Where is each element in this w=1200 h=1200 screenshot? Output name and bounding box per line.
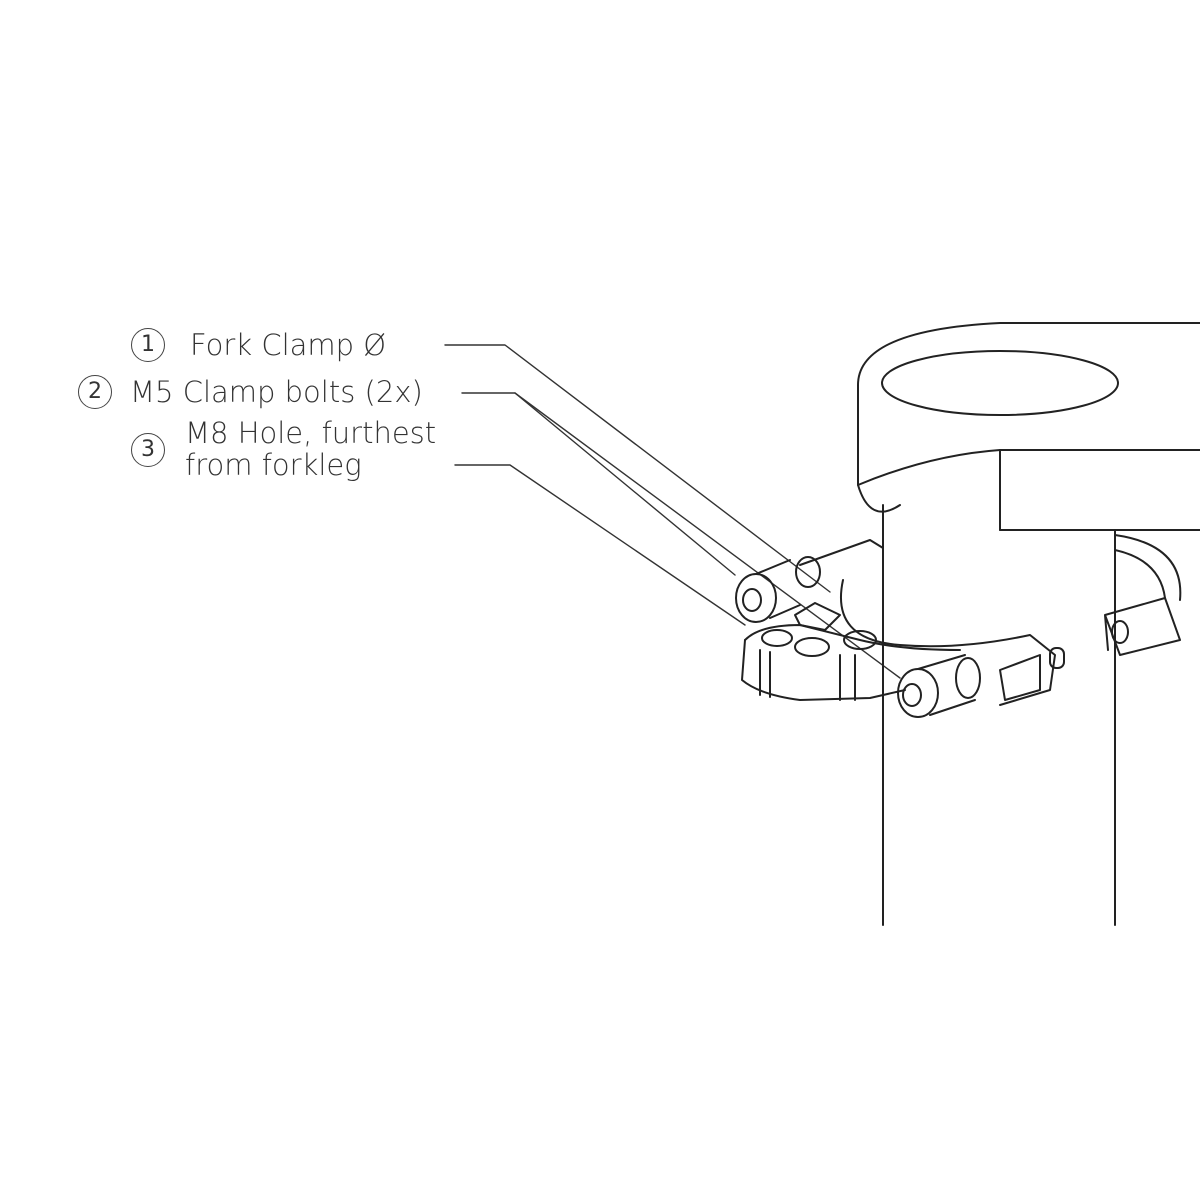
fork-crown bbox=[857, 322, 1200, 531]
callout-1-number: 1 bbox=[131, 328, 165, 362]
leader-lines bbox=[444, 344, 901, 679]
clamp-bolts bbox=[735, 556, 981, 718]
clamp-body bbox=[741, 534, 1182, 706]
callout-1-label: Fork Clamp Ø bbox=[190, 328, 387, 362]
callout-2-number: 2 bbox=[78, 375, 112, 409]
callout-3-label-line2: from forkleg bbox=[185, 448, 362, 482]
callout-3-label: M8 Hole, furthest bbox=[185, 416, 437, 450]
callout-2-label: M5 Clamp bolts (2x) bbox=[130, 375, 423, 409]
fork-tube bbox=[882, 504, 1116, 926]
callout-3-number: 3 bbox=[131, 433, 165, 467]
